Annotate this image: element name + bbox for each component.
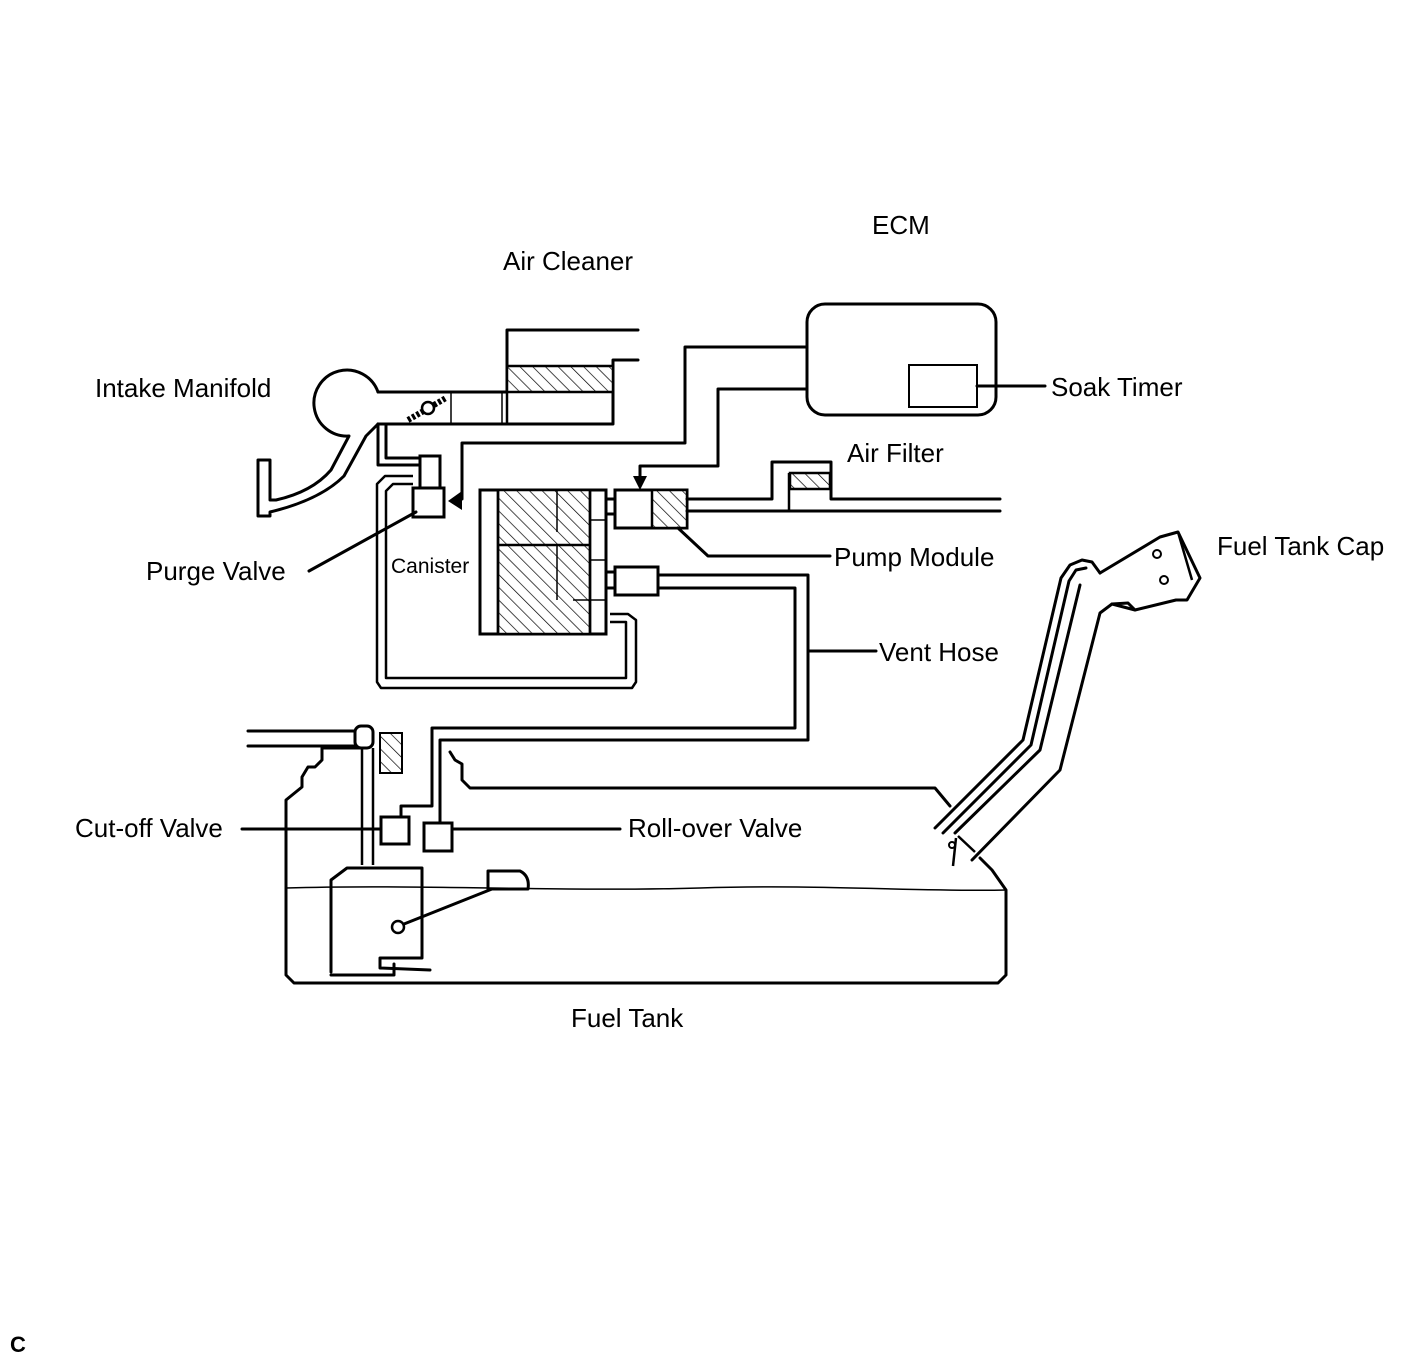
roll-over-valve [422, 821, 622, 853]
filler-neck [933, 558, 1137, 867]
air-cleaner-element [505, 364, 615, 394]
canister [478, 488, 608, 636]
fuel-tank-cap-label: Fuel Tank Cap [1217, 531, 1384, 561]
air-filter-element [788, 471, 832, 491]
cut-off-valve-label: Cut-off Valve [75, 813, 223, 843]
soak-timer-block [908, 364, 978, 408]
intake-manifold [256, 368, 380, 518]
vent-hose-label: Vent Hose [879, 637, 999, 667]
pump-module [604, 488, 832, 558]
purge-valve [307, 422, 446, 573]
vent-hose [399, 565, 878, 828]
air-cleaner-assembly [376, 328, 640, 426]
corner-code-label: C [10, 1332, 26, 1357]
ecm-label: ECM [872, 210, 930, 240]
intake-manifold-label: Intake Manifold [95, 373, 271, 403]
fuel-tank [284, 746, 1008, 985]
air-cleaner-label: Air Cleaner [503, 246, 633, 276]
air-filter-line [685, 460, 1002, 513]
fuel-lines [246, 724, 403, 865]
ecm-unit [805, 302, 1047, 417]
air-filter-label: Air Filter [847, 438, 944, 468]
pump-module-label: Pump Module [834, 542, 994, 572]
fuel-tank-label: Fuel Tank [571, 1003, 684, 1033]
roll-over-valve-label: Roll-over Valve [628, 813, 802, 843]
cut-off-valve [240, 815, 411, 846]
purge-hose [375, 474, 638, 690]
soak-timer-label: Soak Timer [1051, 372, 1183, 402]
fuel-tank-cap [1098, 530, 1202, 612]
canister-label: Canister [391, 555, 469, 578]
ecm-signal-lines [448, 345, 809, 510]
purge-valve-label: Purge Valve [146, 556, 286, 586]
